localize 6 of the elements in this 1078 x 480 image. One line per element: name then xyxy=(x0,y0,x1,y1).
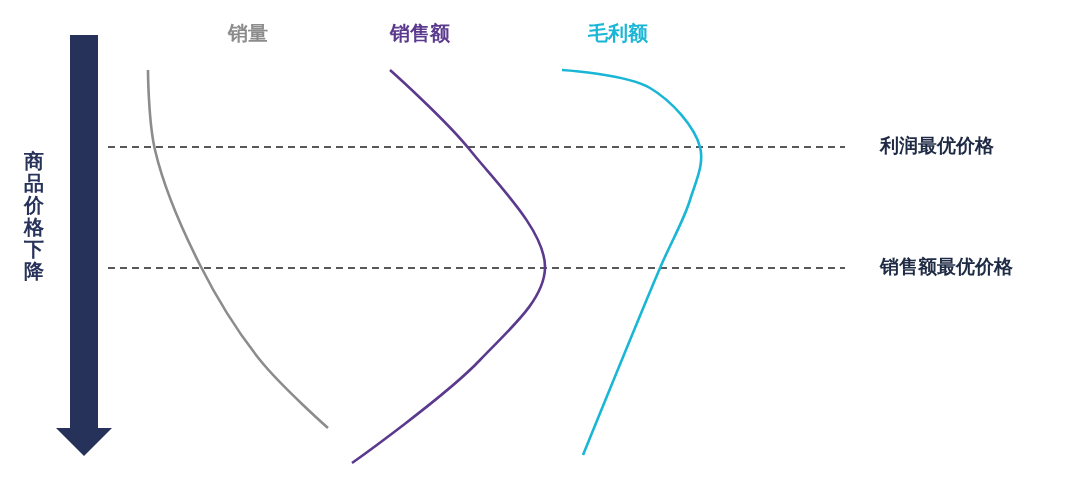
price-point-label: 利润最优价格 xyxy=(880,135,994,156)
price-point-label: 销售额最优价格 xyxy=(880,256,1013,277)
axis-label: 商品价格下降 xyxy=(24,150,44,282)
curve-label: 毛利额 xyxy=(588,22,648,44)
curve-label: 销售额 xyxy=(390,22,450,44)
curve-label: 销量 xyxy=(228,22,268,44)
